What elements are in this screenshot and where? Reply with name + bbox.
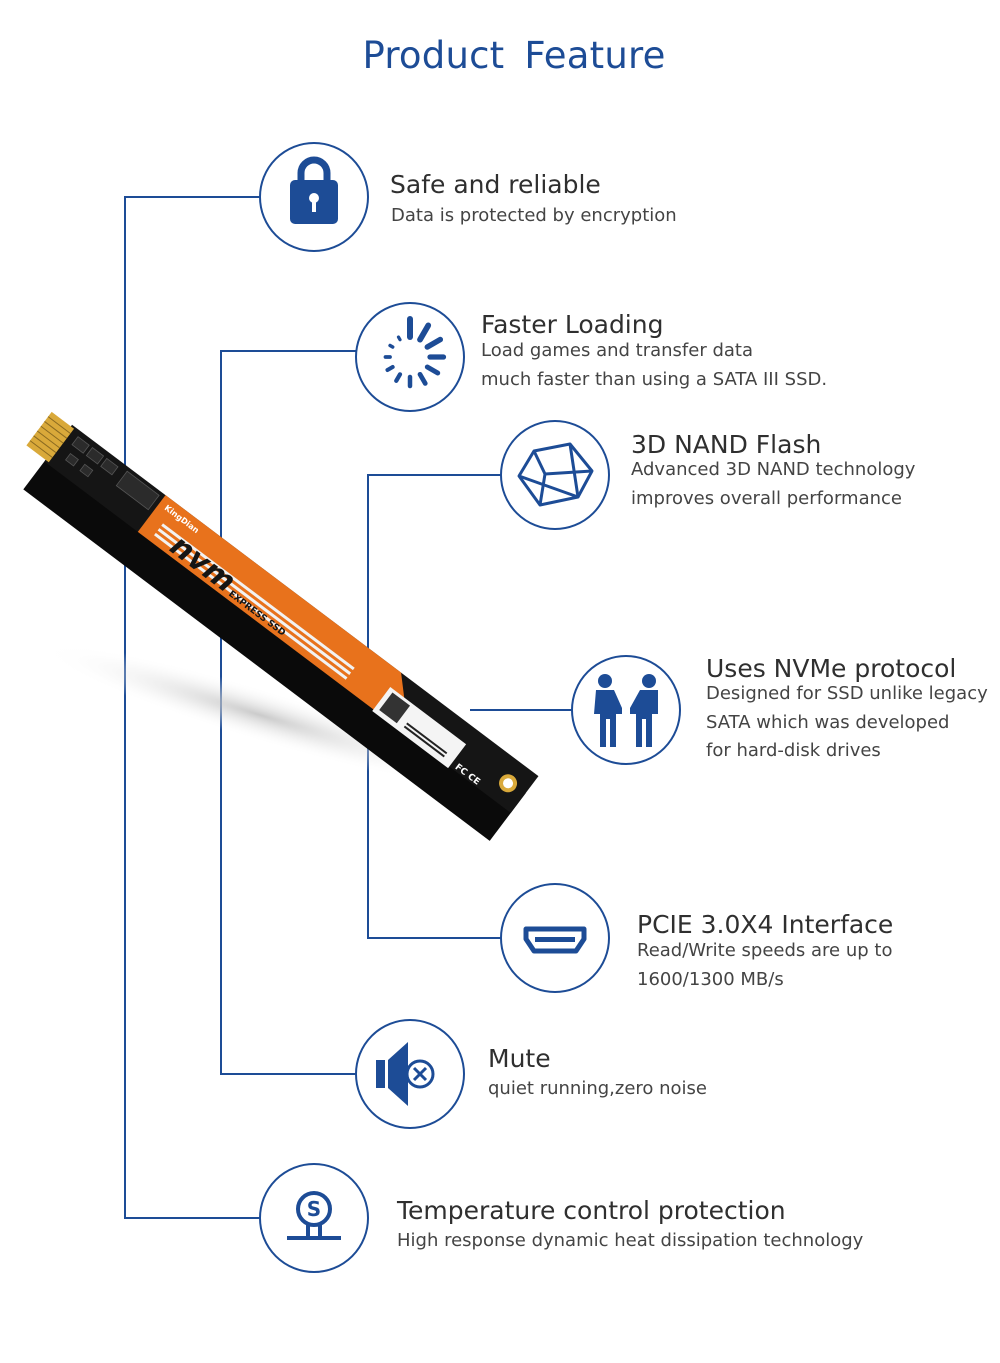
cube-icon — [517, 442, 594, 507]
ssd-qr-code — [379, 692, 411, 724]
page-title: Product Feature — [362, 34, 666, 77]
spinner-tick — [417, 371, 428, 386]
feature-icon-loading — [355, 302, 465, 412]
feature-title-nvme: Uses NVMe protocol — [706, 654, 957, 683]
ssd-gold-contacts — [26, 411, 75, 463]
connector-line-1-7 — [124, 196, 260, 1219]
feature-title-mute: Mute — [488, 1044, 551, 1073]
ssd-white-label-barcode — [403, 722, 448, 758]
handshake-people-icon — [594, 674, 658, 747]
ssd-components — [65, 436, 160, 511]
feature-icon-temperature: S — [259, 1163, 369, 1273]
feature-icon-cube — [500, 420, 610, 530]
spinner-tick — [385, 365, 395, 372]
feature-icon-interface — [500, 883, 610, 993]
feature-desc-loading: Load games and transfer data much faster… — [481, 340, 828, 390]
feature-title-temperature: Temperature control protection — [397, 1196, 786, 1225]
feature-icon-lock — [259, 142, 369, 252]
spinner-tick — [388, 343, 395, 349]
feature-title-loading: Faster Loading — [481, 310, 664, 339]
svg-text:S: S — [307, 1197, 321, 1221]
spinner-tick — [394, 372, 403, 383]
feature-title-3dnand: 3D NAND Flash — [631, 430, 822, 459]
loading-icon — [383, 316, 447, 389]
feature-desc-mute: quiet running,zero noise — [488, 1078, 708, 1099]
mute-speaker-icon — [376, 1042, 435, 1106]
spinner-tick — [396, 335, 402, 342]
feature-title-safe: Safe and reliable — [390, 170, 601, 199]
temperature-sensor-icon: S — [287, 1191, 341, 1240]
interface-port-icon — [523, 926, 587, 954]
ssd-contact-lines — [29, 416, 71, 458]
feature-desc-temperature: High response dynamic heat dissipation t… — [397, 1230, 864, 1251]
feature-title-pcie: PCIE 3.0X4 Interface — [637, 910, 894, 939]
feature-desc-3dnand: Advanced 3D NAND technology improves ove… — [631, 459, 916, 509]
spinner-tick — [424, 336, 444, 350]
feature-desc-pcie: Read/Write speeds are up to 1600/1300 MB… — [637, 940, 893, 990]
ssd-board-edge — [23, 441, 526, 841]
spinner-tick — [417, 322, 432, 343]
feature-icon-nvme — [571, 655, 681, 765]
ssd-shadow — [39, 643, 481, 787]
ssd-orange-label — [137, 495, 407, 728]
ssd-barcode-strips — [154, 523, 355, 680]
feature-icon-mute — [355, 1019, 465, 1129]
lock-icon — [290, 156, 338, 224]
spinner-tick — [424, 364, 441, 376]
feature-desc-safe: Data is protected by encryption — [391, 205, 677, 226]
feature-desc-nvme: Designed for SSD unlike legacy SATA whic… — [706, 683, 988, 761]
ssd-module: KingDian nvm EXPRESS SSD FC CE — [23, 411, 539, 841]
